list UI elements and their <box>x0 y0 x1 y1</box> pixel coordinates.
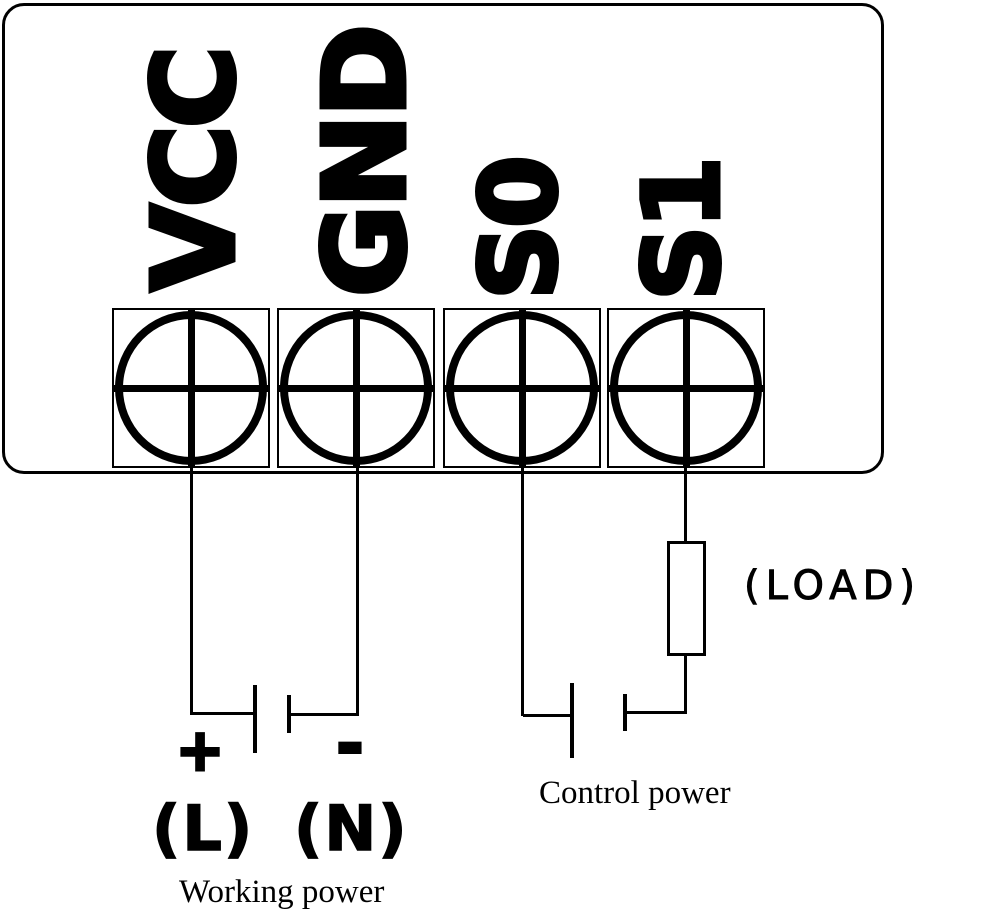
terminal-block-s0 <box>443 308 601 468</box>
caption-control-power: Control power <box>539 775 731 811</box>
screw-terminal-icon <box>114 310 268 466</box>
wire-s0-down <box>521 466 524 716</box>
label-neutral: (N) <box>293 792 409 865</box>
wire-s0-to-battery <box>523 714 573 717</box>
battery-plate-positive-working <box>253 685 257 753</box>
wire-gnd-down <box>356 466 359 716</box>
wire-vcc-down <box>190 466 193 715</box>
screw-cross-horizontal <box>609 384 763 392</box>
terminal-block-gnd <box>277 308 435 468</box>
screw-cross-horizontal <box>279 384 433 392</box>
screw-terminal-icon <box>279 310 433 466</box>
screw-cross-horizontal <box>445 384 599 392</box>
wire-battery-to-gnd <box>289 713 359 716</box>
screw-cross-horizontal <box>114 384 268 392</box>
load-label: (LOAD) <box>743 563 922 609</box>
wire-vcc-to-battery <box>192 712 256 715</box>
wire-resistor-down <box>684 654 687 714</box>
screw-terminal-icon <box>445 310 599 466</box>
wire-s1-to-resistor <box>684 466 687 543</box>
wire-battery-to-load <box>625 711 687 714</box>
resistor-symbol <box>667 541 706 656</box>
terminal-block-vcc <box>112 308 270 468</box>
caption-working-power: Working power <box>179 874 385 910</box>
label-line: (L) <box>151 792 255 865</box>
terminal-block-s1 <box>607 308 765 468</box>
screw-terminal-icon <box>609 310 763 466</box>
battery-plate-positive-control <box>570 683 574 758</box>
